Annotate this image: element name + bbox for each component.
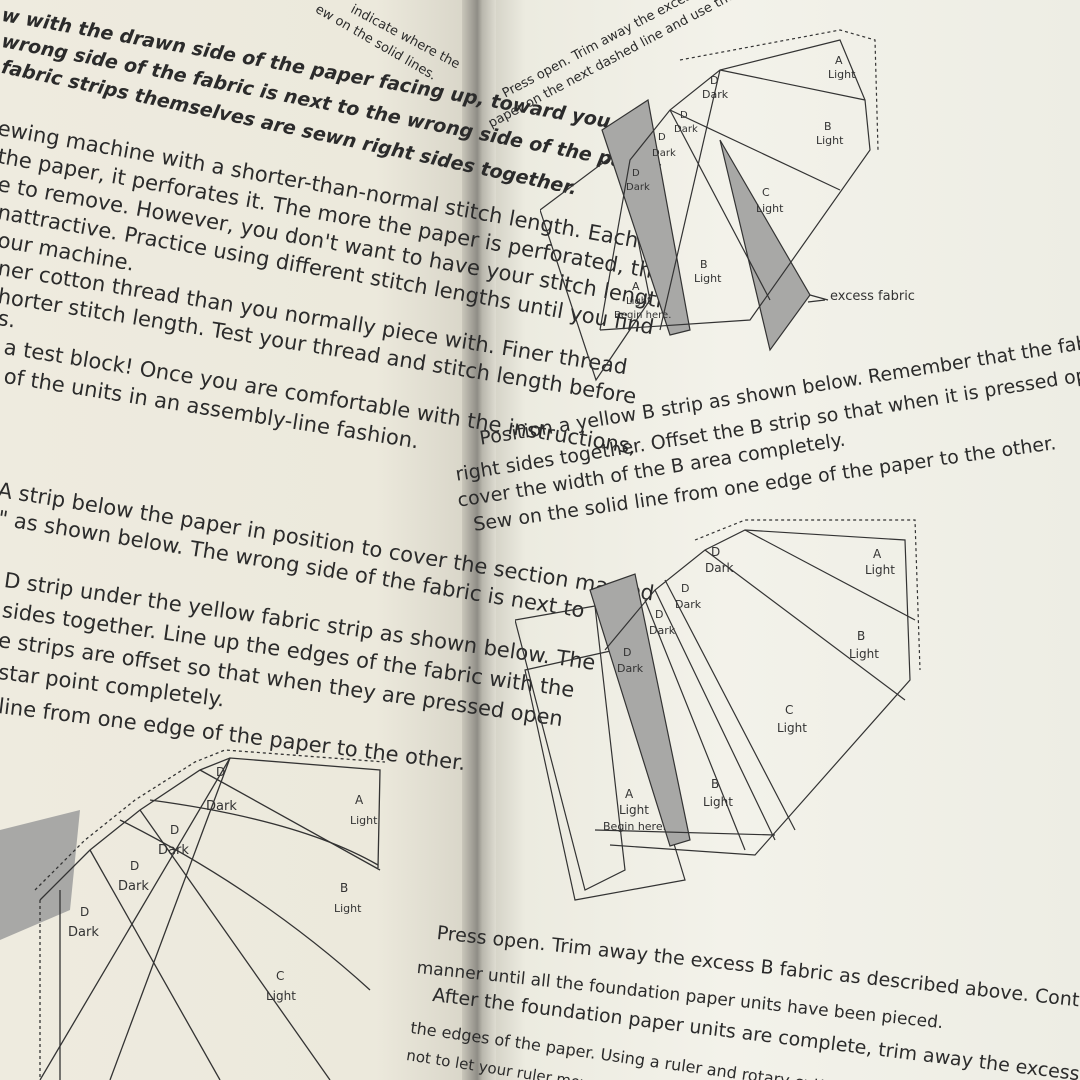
left-diagram-dark1: Dark [206,799,237,814]
right-bottom-b: B [857,629,865,643]
left-diagram-d3: D [130,859,139,873]
right-bottom-begin-here: Begin here. [603,820,666,833]
left-diagram-d2: D [170,823,179,837]
right-top-excess [719,139,811,352]
right-top-b-light: Light [816,134,844,147]
right-bottom-d1: D [711,545,720,559]
left-diagram-c: C [276,969,284,983]
right-top-c: C [762,186,770,199]
right-top-d2: D [680,110,688,121]
right-bottom-a2: A [625,787,634,801]
left-page [0,0,470,1080]
right-top-c-light: Light [756,202,784,215]
right-top-a-light: Light [828,68,856,81]
right-bottom-dark2: Dark [675,598,702,611]
right-top-d4: D [632,168,640,179]
right-top-dark3: Dark [652,148,676,159]
book-gutter [462,0,496,1080]
right-top-a2: A [632,280,640,293]
right-bottom-d3: D [655,608,663,621]
right-bottom-d2: D [681,582,689,595]
right-top-a2-light: Light [626,296,651,307]
right-top-a: A [835,54,843,67]
left-diagram-dark4: Dark [68,925,99,940]
right-bottom-d4: D [623,646,631,659]
right-top-backing [540,148,651,382]
left-diagram-d1: D [216,765,225,779]
excess-fabric-label: excess fabric [830,289,915,304]
right-bottom-b-light: Light [849,647,879,661]
right-bottom-c-light: Light [777,721,807,735]
right-top-d-strip [601,99,691,336]
right-bottom-b2: B [711,777,719,791]
right-bottom-a2-light: Light [619,803,649,817]
right-top-dark1: Dark [702,88,729,101]
left-diagram-dark3: Dark [118,879,149,894]
left-diagram-dark2: Dark [158,843,189,858]
left-diagram-b-light: Light [334,902,362,915]
right-bottom-a-light: Light [865,563,895,577]
right-top-d1: D [710,74,718,87]
right-bottom-a: A [873,547,882,561]
right-top-diagram: D Dark A Light D Dark D Dark D Dark B Li… [540,29,915,382]
right-top-dark4: Dark [626,182,650,193]
right-top-b2-light: Light [694,272,722,285]
right-bottom-dark4: Dark [617,662,644,675]
right-top-d3: D [658,132,666,143]
left-diagram-c-light: Light [266,989,296,1003]
left-diagram-d4: D [80,905,89,919]
right-top-dark2: Dark [674,124,698,135]
left-diagram: D Dark A Light D Dark D Dark D Dark B Li… [0,749,386,1080]
right-bottom-d-strip [589,573,691,847]
left-diagram-a: A [355,793,364,807]
left-diagram-a-light: Light [350,814,378,827]
right-bottom-dark1: Dark [705,561,734,575]
right-bottom-backing-2 [524,649,686,901]
left-diagram-b: B [340,881,348,895]
right-bottom-b2-light: Light [703,795,733,809]
right-bottom-c: C [785,703,793,717]
right-top-b: B [824,120,832,133]
right-bottom-backing-1 [515,605,626,891]
right-top-b2: B [700,258,708,271]
right-page [490,0,1080,1080]
right-bottom-dark3: Dark [649,624,676,637]
right-bottom-diagram: D Dark A Light D Dark D Dark D Dark B Li… [515,519,921,901]
right-top-begin-here: Begin here. [614,310,671,321]
